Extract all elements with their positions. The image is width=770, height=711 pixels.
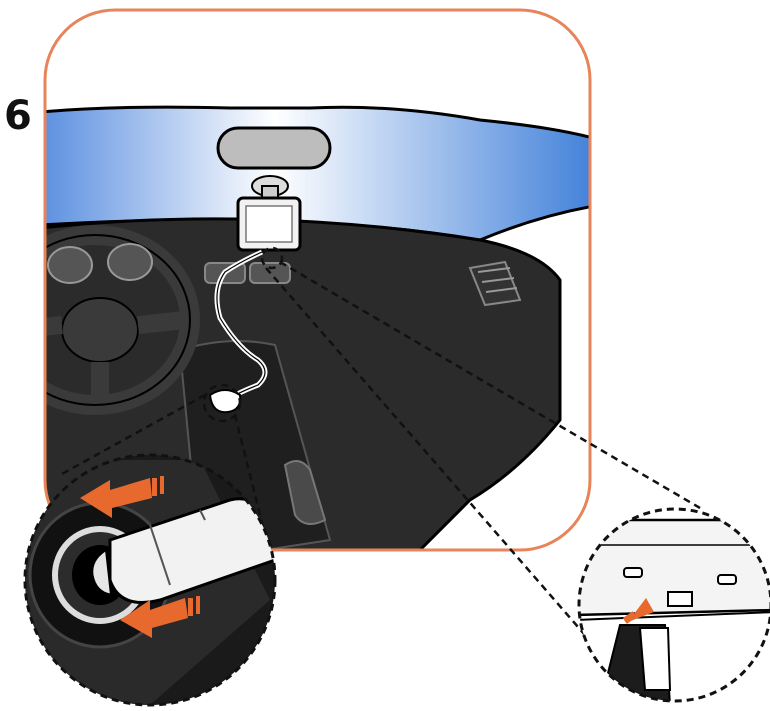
steering-wheel — [45, 225, 200, 415]
port-zoom-border — [577, 507, 770, 703]
rearview-mirror — [216, 126, 332, 170]
port-zoom — [579, 509, 770, 701]
car-charger-plug-icon — [208, 389, 242, 414]
zoom-leaders — [59, 246, 701, 636]
socket-zoom-border — [23, 453, 277, 707]
zoom-marker-top — [260, 246, 284, 270]
gear-slot — [283, 460, 327, 525]
socket-zoom — [25, 455, 275, 705]
zoom-marker-socket — [202, 383, 242, 423]
right-vent — [468, 260, 522, 307]
gps-device-icon — [236, 175, 302, 252]
insert-arrow-icon — [80, 476, 200, 638]
step-number: 6 — [4, 93, 32, 139]
